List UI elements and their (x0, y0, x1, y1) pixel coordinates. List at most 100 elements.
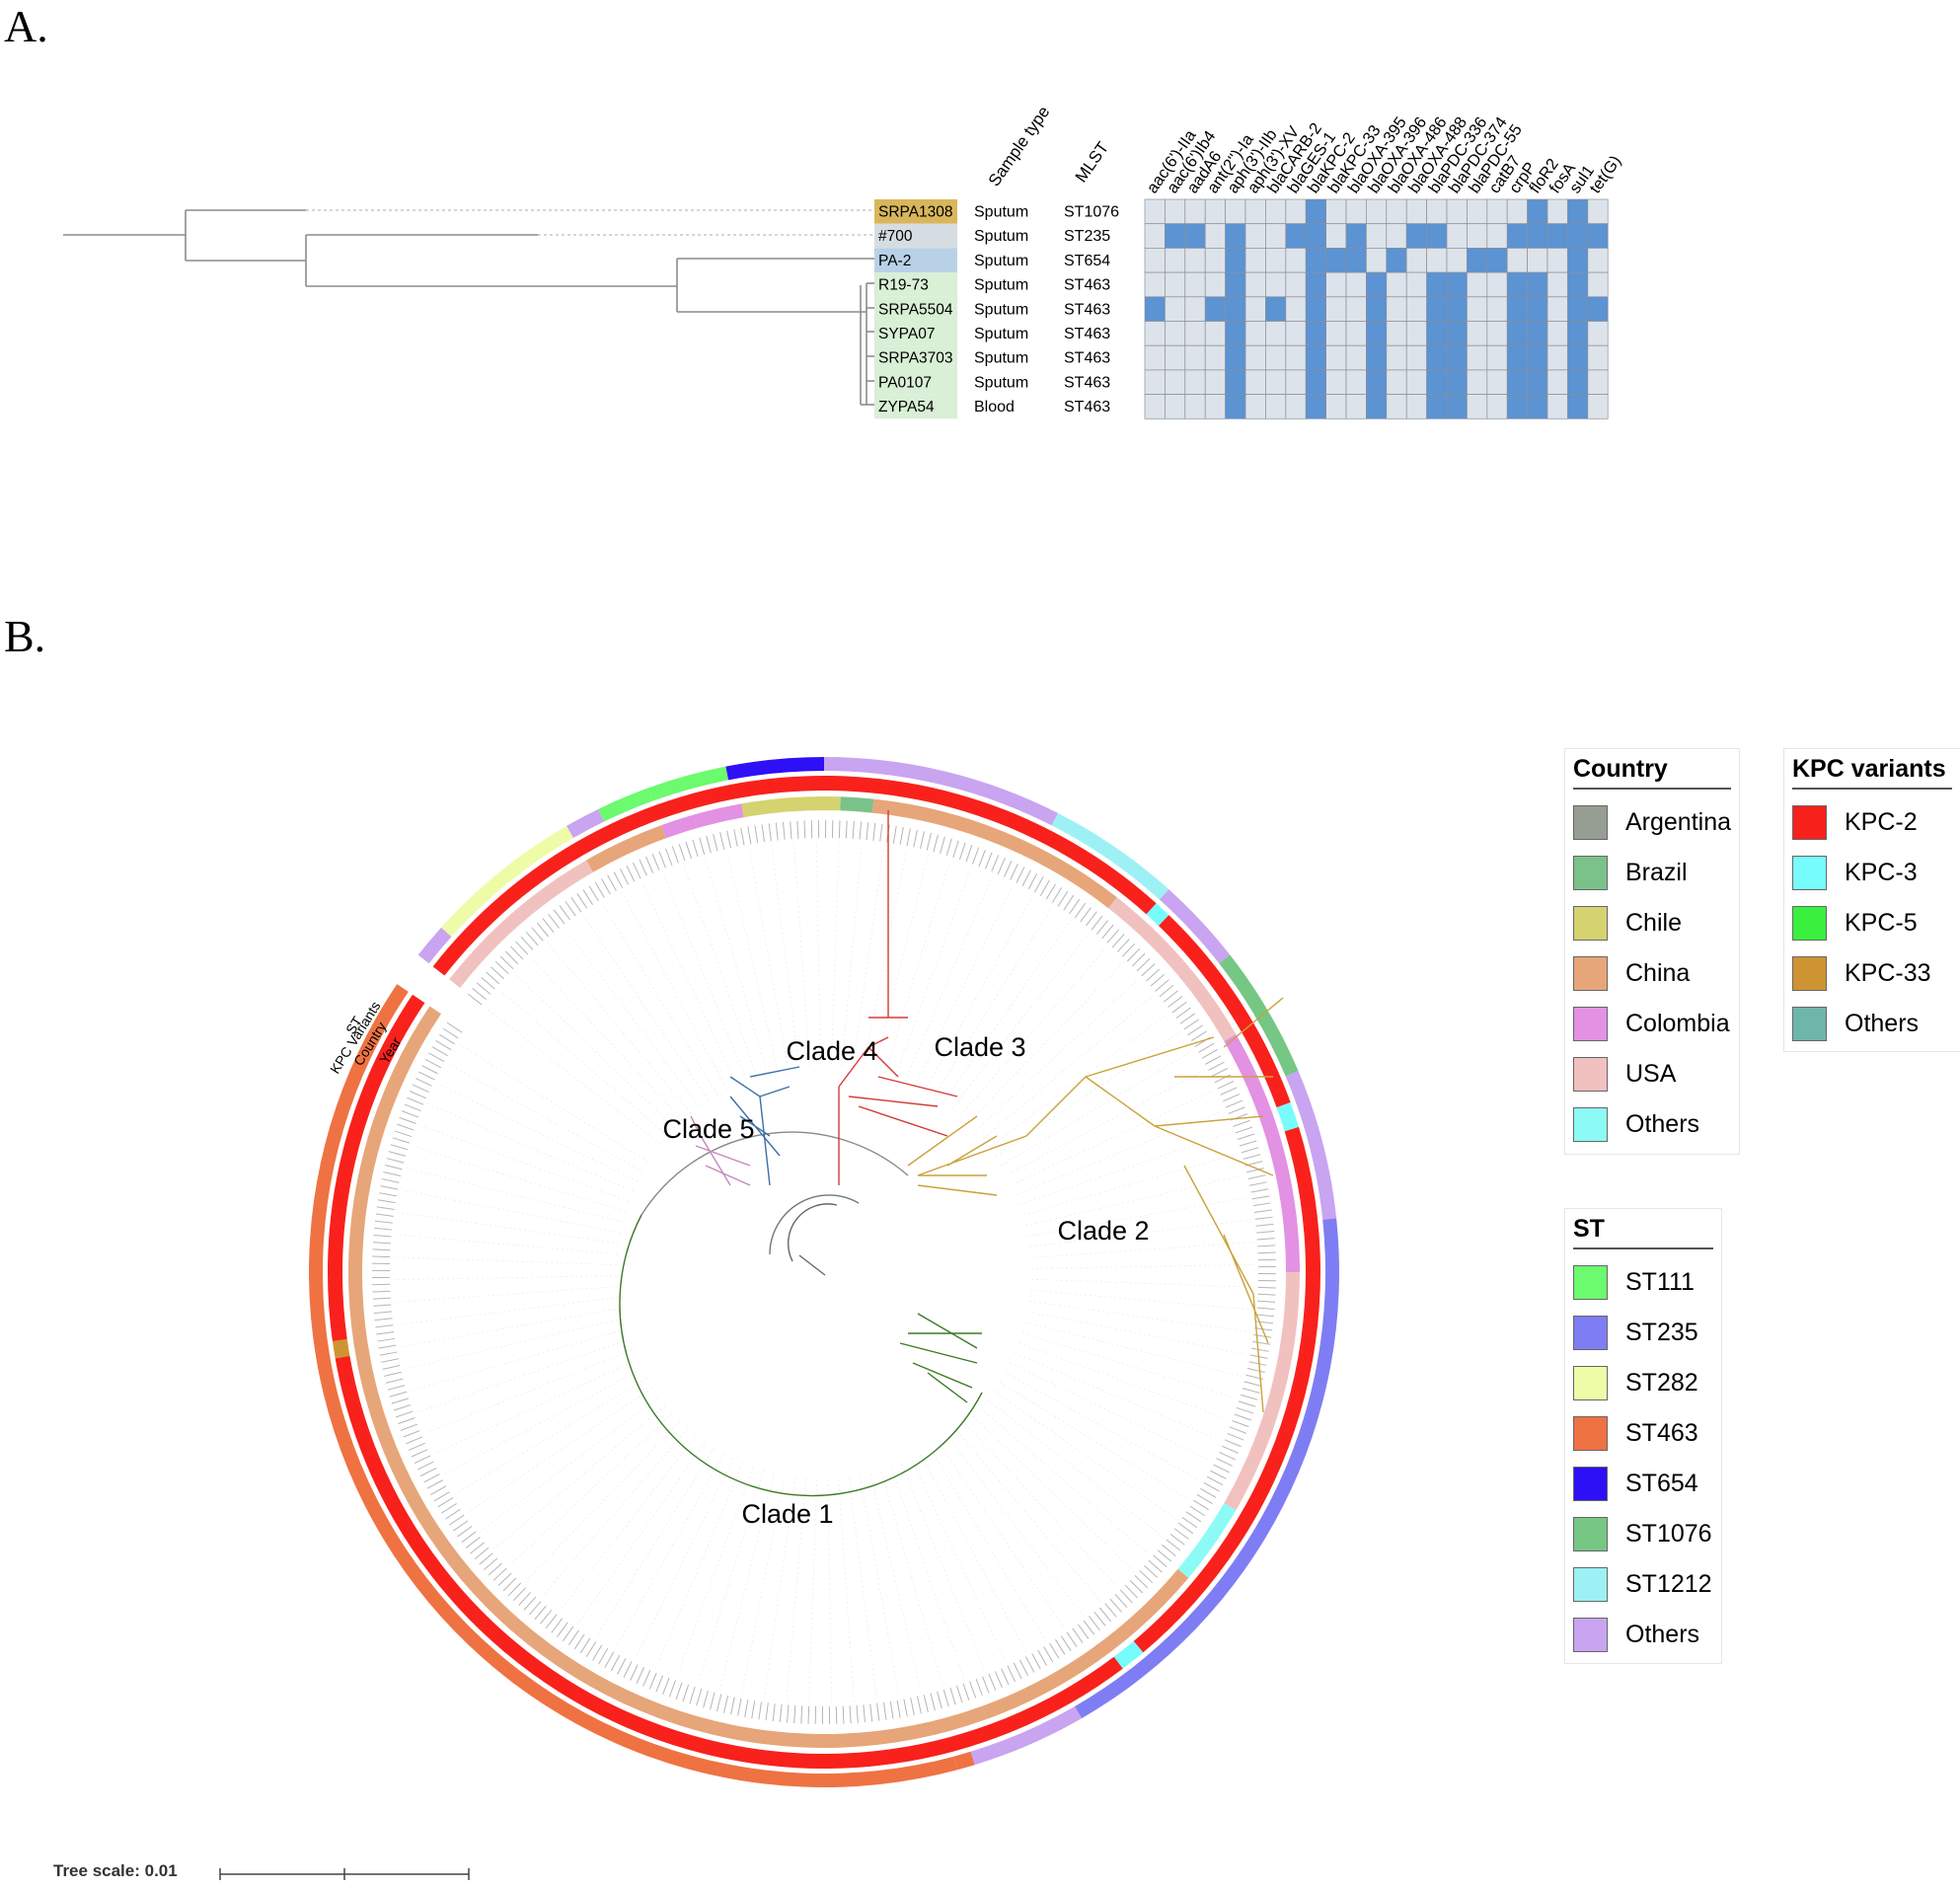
gene-present-cell (1366, 345, 1386, 370)
st-ring (309, 757, 1339, 1787)
year-tick (1046, 884, 1055, 899)
year-tick (524, 1597, 536, 1610)
leader-line (965, 1424, 1117, 1587)
year-tick (428, 1053, 444, 1062)
isolate-mlst: ST235 (1064, 228, 1110, 245)
isolate-sample-type: Sputum (974, 204, 1028, 221)
gene-absent-cell (1265, 224, 1285, 249)
leader-line (1011, 1363, 1211, 1461)
year-tick (498, 1573, 511, 1585)
gene-absent-cell (1467, 199, 1486, 224)
year-tick (1197, 1494, 1212, 1503)
year-tick (1096, 921, 1107, 935)
leader-line (402, 1190, 621, 1233)
legend-swatch (1573, 956, 1608, 991)
gene-absent-cell (1326, 322, 1346, 346)
year-tick (985, 853, 992, 869)
year-tick (1230, 1427, 1246, 1433)
year-tick (402, 1111, 418, 1117)
gene-absent-cell (1387, 297, 1406, 322)
year-tick (1258, 1252, 1276, 1253)
gene-present-cell (1306, 199, 1325, 224)
leader-line (405, 1319, 622, 1369)
gene-absent-cell (1406, 322, 1426, 346)
gene-absent-cell (1588, 199, 1608, 224)
isolate-sample-type: Sputum (974, 253, 1028, 269)
year-tick (560, 906, 570, 921)
gene-absent-cell (1547, 322, 1567, 346)
gene-present-cell (1366, 297, 1386, 322)
leader-line (419, 1125, 629, 1201)
gene-present-cell (1567, 248, 1587, 272)
gene-present-cell (1528, 272, 1547, 297)
year-tick (943, 1690, 948, 1706)
gene-present-cell (1447, 322, 1467, 346)
year-tick (1216, 1459, 1232, 1467)
gene-absent-cell (1487, 272, 1507, 297)
year-tick (1229, 1107, 1245, 1114)
gene-absent-cell (1145, 345, 1165, 370)
year-tick (1207, 1476, 1223, 1484)
year-tick (489, 1563, 501, 1575)
clade-label: Clade 3 (934, 1032, 1025, 1062)
gene-present-cell (1427, 272, 1447, 297)
year-tick (430, 1486, 446, 1495)
year-tick (385, 1166, 402, 1170)
year-tick (382, 1179, 400, 1183)
year-tick (372, 1256, 390, 1257)
gene-absent-cell (1588, 395, 1608, 419)
year-tick (484, 1558, 497, 1570)
gene-present-cell (1306, 345, 1325, 370)
year-tick (1028, 873, 1036, 889)
gene-present-cell (1427, 395, 1447, 419)
year-tick (453, 1521, 468, 1531)
leader-line (398, 1212, 619, 1243)
gene-absent-cell (1185, 395, 1205, 419)
year-tick (1127, 948, 1140, 961)
year-tick (1040, 880, 1049, 896)
gene-present-cell (1265, 297, 1285, 322)
leader-line (727, 853, 778, 1070)
legend-label: ST654 (1625, 1470, 1698, 1498)
leader-line (396, 1235, 618, 1254)
legend-item: Others (1784, 999, 1960, 1049)
year-tick (1162, 1545, 1175, 1555)
year-tick (529, 1602, 541, 1616)
isolate-sample-type: Sputum (974, 374, 1028, 391)
year-tick (505, 951, 518, 964)
gene-absent-cell (1165, 322, 1184, 346)
year-tick (1191, 1031, 1206, 1041)
gene-present-cell (1427, 224, 1447, 249)
year-tick (900, 827, 903, 845)
year-tick (540, 1610, 551, 1624)
gene-absent-cell (1547, 297, 1567, 322)
leader-line (437, 1084, 638, 1181)
year-tick (379, 1345, 397, 1348)
year-tick (631, 1664, 639, 1680)
year-tick (843, 1706, 844, 1724)
legend-label: Chile (1625, 909, 1682, 938)
gene-absent-cell (1286, 345, 1306, 370)
leader-line (902, 1465, 986, 1672)
gene-absent-cell (1145, 248, 1165, 272)
gene-present-cell (1528, 199, 1547, 224)
leader-line (853, 846, 883, 1067)
legend-label: Others (1845, 1010, 1919, 1038)
year-tick (401, 1424, 417, 1430)
year-tick (931, 1694, 935, 1710)
gene-absent-cell (1588, 272, 1608, 297)
year-tick (565, 901, 575, 916)
leader-line (874, 855, 929, 1071)
gene-absent-cell (1185, 370, 1205, 395)
year-tick (693, 840, 698, 857)
legend-label: China (1625, 959, 1690, 988)
year-tick (526, 932, 538, 945)
year-tick (471, 1543, 485, 1553)
year-tick (1002, 1669, 1009, 1685)
gene-absent-cell (1528, 248, 1547, 272)
leader-line (749, 849, 788, 1069)
year-tick (383, 1172, 401, 1176)
legend-swatch (1573, 1007, 1608, 1041)
year-tick (1212, 1068, 1228, 1076)
